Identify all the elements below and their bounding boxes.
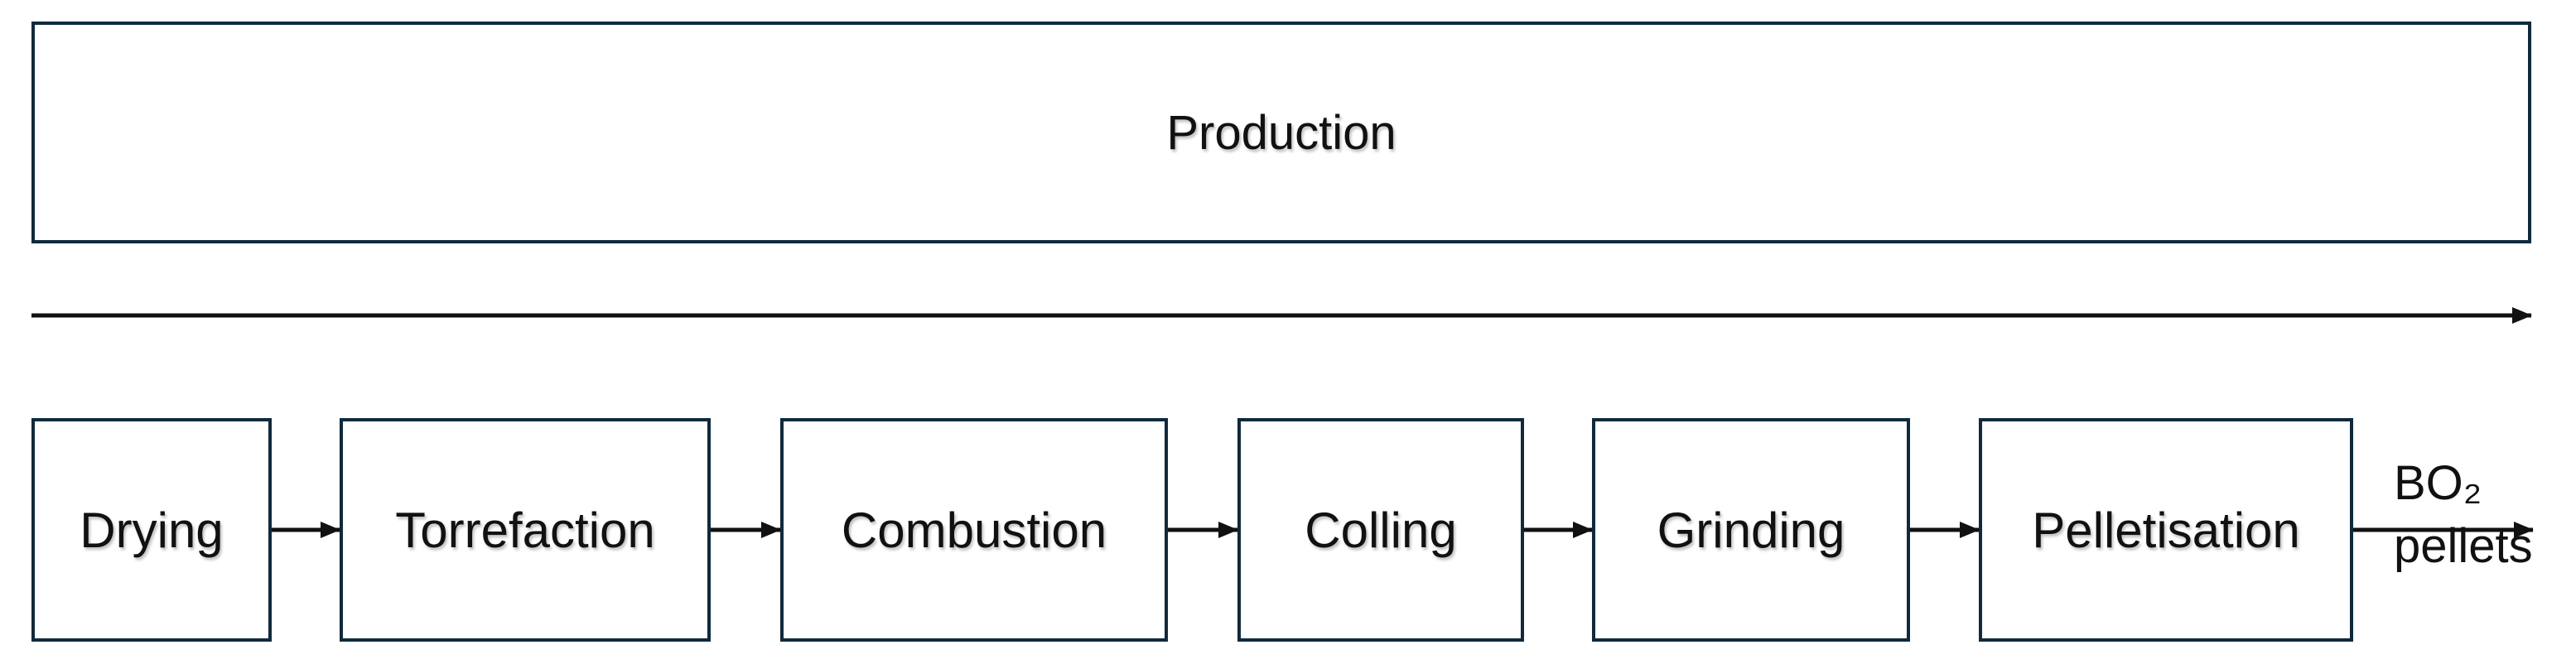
production-label: Production — [1166, 105, 1397, 160]
output-label-line2: pellets — [2394, 519, 2533, 573]
step-torrefaction: Torrefaction — [340, 418, 711, 642]
step-pelletisation-label: Pelletisation — [2032, 502, 2300, 558]
step-combustion-label: Combustion — [841, 502, 1107, 558]
step-drying: Drying — [31, 418, 272, 642]
step-colling-label: Colling — [1305, 502, 1457, 558]
output-label: BO₂ pellets — [2394, 452, 2533, 578]
step-torrefaction-label: Torrefaction — [395, 502, 655, 558]
step-pelletisation: Pelletisation — [1979, 418, 2353, 642]
production-box: Production — [31, 22, 2531, 243]
step-combustion: Combustion — [780, 418, 1168, 642]
step-colling: Colling — [1237, 418, 1524, 642]
output-label-line1: BO₂ — [2394, 456, 2482, 510]
step-grinding: Grinding — [1592, 418, 1910, 642]
step-grinding-label: Grinding — [1657, 502, 1845, 558]
step-drying-label: Drying — [80, 502, 224, 558]
